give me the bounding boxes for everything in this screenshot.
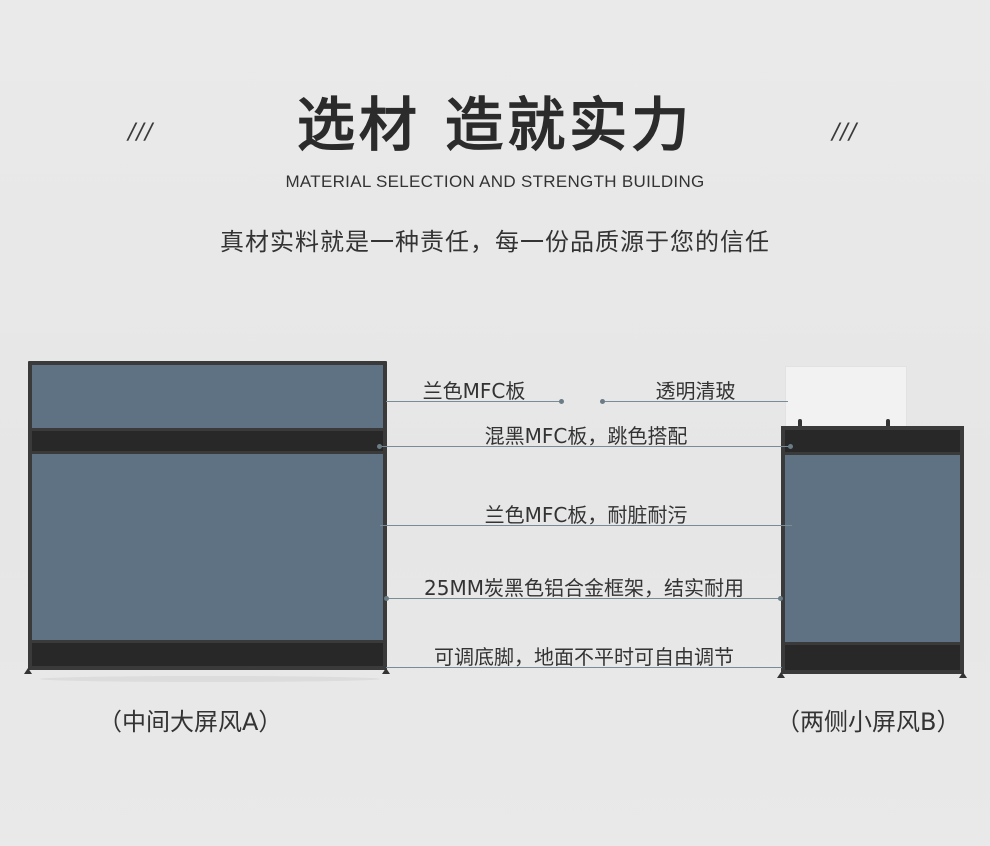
screen-a-black-bar-bottom — [32, 643, 383, 666]
callout-line-blue-mfc-durable — [380, 525, 792, 526]
caption-screen-b: （两侧小屏风B） — [776, 708, 961, 736]
screen-b-illustration — [781, 426, 964, 674]
page-title: 选材 造就实力 — [296, 91, 694, 159]
callout-dot — [600, 399, 605, 404]
screen-a-shadow — [40, 676, 380, 682]
screen-a-illustration — [28, 361, 387, 670]
screen-a-foot-left — [24, 668, 32, 674]
screen-b-blue-panel — [785, 455, 960, 642]
callout-black-mfc: 混黑MFC板，跳色搭配 — [484, 424, 688, 448]
caption-screen-a: （中间大屏风A） — [98, 708, 283, 736]
callout-dot — [377, 444, 382, 449]
callout-blue-mfc: 兰色MFC板 — [422, 379, 526, 403]
glass-clip-left — [798, 419, 802, 427]
screen-a-black-bar — [32, 431, 383, 451]
screen-b-black-bar-top — [785, 430, 960, 452]
callout-frame: 25MM炭黑色铝合金框架，结实耐用 — [424, 576, 744, 600]
subtitle-english: MATERIAL SELECTION AND STRENGTH BUILDING — [285, 172, 705, 191]
callout-glass: 透明清玻 — [655, 379, 736, 403]
callout-line-blue-mfc — [386, 401, 562, 402]
decorative-slashes-right: /// — [832, 120, 858, 145]
screen-b-foot-right — [959, 672, 967, 678]
callout-line-feet — [386, 667, 782, 668]
callout-dot — [778, 596, 783, 601]
screen-a-blue-panel-main — [32, 454, 383, 640]
screen-b-black-bar-bottom — [785, 645, 960, 670]
callout-dot — [559, 399, 564, 404]
screen-a-blue-panel-top — [32, 365, 383, 428]
callout-blue-mfc-durable: 兰色MFC板，耐脏耐污 — [484, 503, 688, 527]
callout-line-glass — [603, 401, 788, 402]
callout-feet: 可调底脚，地面不平时可自由调节 — [434, 645, 734, 669]
callout-dot — [384, 596, 389, 601]
glass-clip-right — [886, 419, 890, 427]
screen-a-foot-right — [382, 668, 390, 674]
callout-line-frame — [386, 598, 782, 599]
callout-line-black-mfc — [380, 446, 792, 447]
decorative-slashes-left: /// — [128, 120, 154, 145]
subtitle-chinese: 真材实料就是一种责任，每一份品质源于您的信任 — [220, 228, 770, 256]
screen-b-foot-left — [777, 672, 785, 678]
callout-dot — [788, 444, 793, 449]
